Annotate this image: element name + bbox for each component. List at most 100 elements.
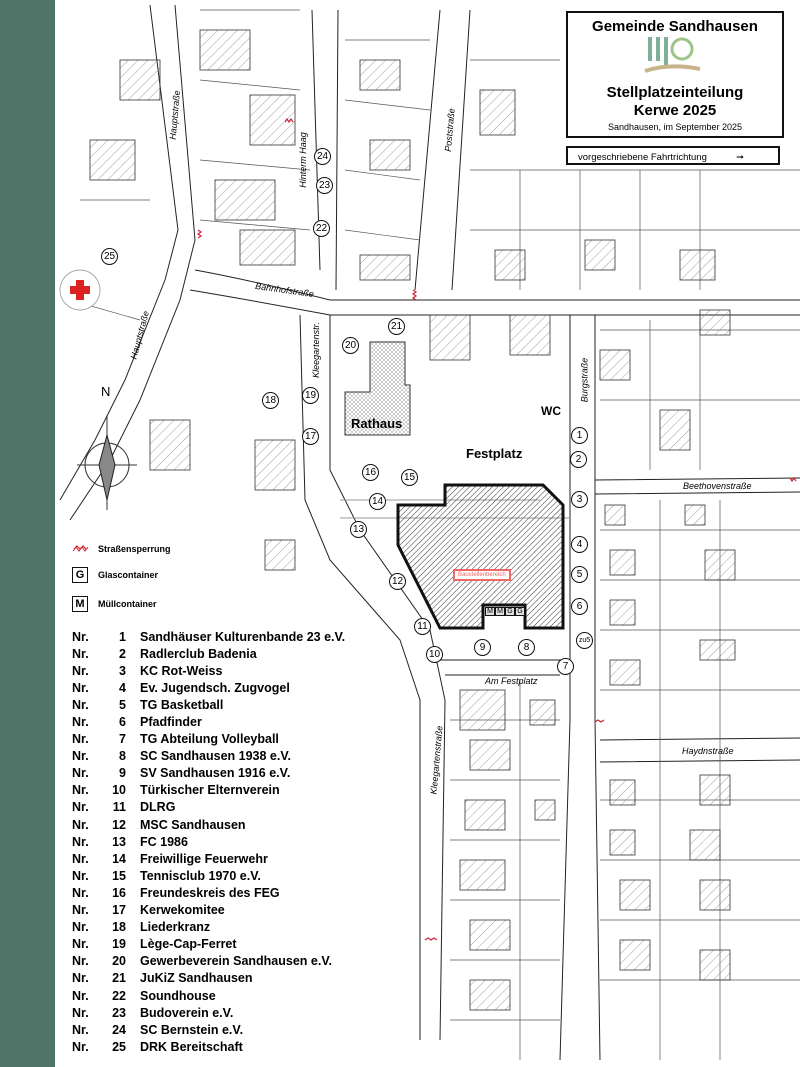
label-festplatz: Festplatz	[466, 446, 523, 461]
list-name: Tennisclub 1970 e.V.	[140, 868, 261, 883]
list-number: 6	[119, 715, 126, 730]
container-group: M M G G	[485, 607, 525, 616]
list-number: 7	[119, 732, 126, 747]
list-number: 17	[112, 903, 126, 918]
list-name: KC Rot-Weiss	[140, 663, 223, 678]
list-nr: Nr.	[72, 920, 89, 935]
label-beethovenstrasse: Beethovenstraße	[683, 481, 752, 491]
construction-area	[396, 483, 565, 630]
list-name: Lège-Cap-Ferret	[140, 937, 237, 952]
rathaus-building	[344, 341, 411, 436]
list-name: Gewerbeverein Sandhausen e.V.	[140, 954, 332, 969]
list-nr: Nr.	[72, 783, 89, 798]
list-number: 11	[112, 800, 126, 815]
list-item: Nr. 18 Liederkranz	[72, 919, 345, 936]
drk-logo	[59, 269, 101, 311]
list-item: Nr. 3 KC Rot-Weiss	[72, 662, 345, 679]
list-name: DLRG	[140, 800, 176, 815]
stand-marker: 12	[389, 573, 406, 590]
stand-marker: 5	[571, 566, 588, 583]
label-am-festplatz: Am Festplatz	[485, 676, 538, 686]
list-name: Soundhouse	[140, 988, 216, 1003]
list-number: 19	[112, 937, 126, 952]
list-nr: Nr.	[72, 971, 89, 986]
stand-marker: 18	[262, 392, 279, 409]
list-number: 21	[112, 971, 126, 986]
label-haydnstrasse: Haydnstraße	[682, 746, 734, 756]
side-strip	[0, 0, 55, 1067]
legend-label: Müllcontainer	[98, 599, 157, 609]
list-name: Pfadfinder	[140, 715, 202, 730]
compass-icon	[77, 415, 137, 510]
title-box: Gemeinde Sandhausen Stellplatzeinteilung…	[566, 11, 784, 138]
list-number: 4	[119, 680, 126, 695]
list-name: SC Bernstein e.V.	[140, 1022, 244, 1037]
glass-container: G	[515, 607, 525, 616]
municipality-logo	[644, 37, 701, 73]
stand-marker: zu5	[576, 632, 593, 649]
street-bahnhofstrasse	[194, 269, 800, 301]
list-name: Sandhäuser Kulturenbande 23 e.V.	[140, 629, 346, 644]
list-nr: Nr.	[72, 885, 89, 900]
label-construction-area: Baustellenbereich	[453, 569, 511, 581]
direction-legend: vorgeschriebene Fahrtrichtung ➞	[566, 146, 780, 165]
list-number: 1	[119, 629, 126, 644]
list-number: 22	[112, 988, 126, 1003]
stand-marker: 25	[101, 248, 118, 265]
list-nr: Nr.	[72, 988, 89, 1003]
closure-icon	[72, 546, 89, 552]
heading-line2: Kerwe 2025	[633, 102, 717, 119]
heading-line1: Stellplatzeinteilung	[606, 84, 744, 101]
stand-marker: 8	[518, 639, 535, 656]
list-nr: Nr.	[72, 817, 89, 832]
legend-closure: Straßensperrung	[72, 544, 171, 554]
list-name: Kerwekomitee	[140, 903, 225, 918]
list-name: MSC Sandhausen	[140, 817, 246, 832]
stand-marker: 20	[342, 337, 359, 354]
list-number: 18	[112, 920, 126, 935]
list-item: Nr. 22 Soundhouse	[72, 987, 345, 1004]
list-item: Nr. 6 Pfadfinder	[72, 713, 345, 730]
list-name: TG Abteilung Volleyball	[140, 732, 279, 747]
list-nr: Nr.	[72, 954, 89, 969]
stand-marker: 22	[313, 220, 330, 237]
street-poststrasse	[414, 9, 471, 291]
list-name: Liederkranz	[140, 920, 211, 935]
arrow-right-icon: ➞	[736, 152, 744, 163]
list-number: 24	[112, 1022, 126, 1037]
list-number: 3	[119, 663, 126, 678]
stand-marker: 19	[302, 387, 319, 404]
stand-marker: 17	[302, 428, 319, 445]
list-nr: Nr.	[72, 1022, 89, 1037]
direction-label: vorgeschriebene Fahrtrichtung	[578, 152, 707, 163]
list-name: Türkischer Elternverein	[140, 783, 280, 798]
list-name: SV Sandhausen 1916 e.V.	[140, 766, 291, 781]
street-haydnstrasse	[599, 737, 800, 763]
list-nr: Nr.	[72, 715, 89, 730]
list-number: 8	[119, 749, 126, 764]
street-am-festplatz	[430, 659, 570, 676]
list-name: Freiwillige Feuerwehr	[140, 851, 268, 866]
municipality-name: Gemeinde Sandhausen	[592, 18, 758, 35]
buildings	[89, 29, 736, 1011]
stand-marker: 13	[350, 521, 367, 538]
list-nr: Nr.	[72, 1005, 89, 1020]
list-name: FC 1986	[140, 834, 188, 849]
list-nr: Nr.	[72, 663, 89, 678]
list-number: 20	[112, 954, 126, 969]
stand-marker: 21	[388, 318, 405, 335]
list-nr: Nr.	[72, 697, 89, 712]
site-map	[59, 4, 800, 1061]
label-kleegartenstr: Kleegartenstr.	[310, 322, 321, 378]
glass-container: G	[505, 607, 515, 616]
